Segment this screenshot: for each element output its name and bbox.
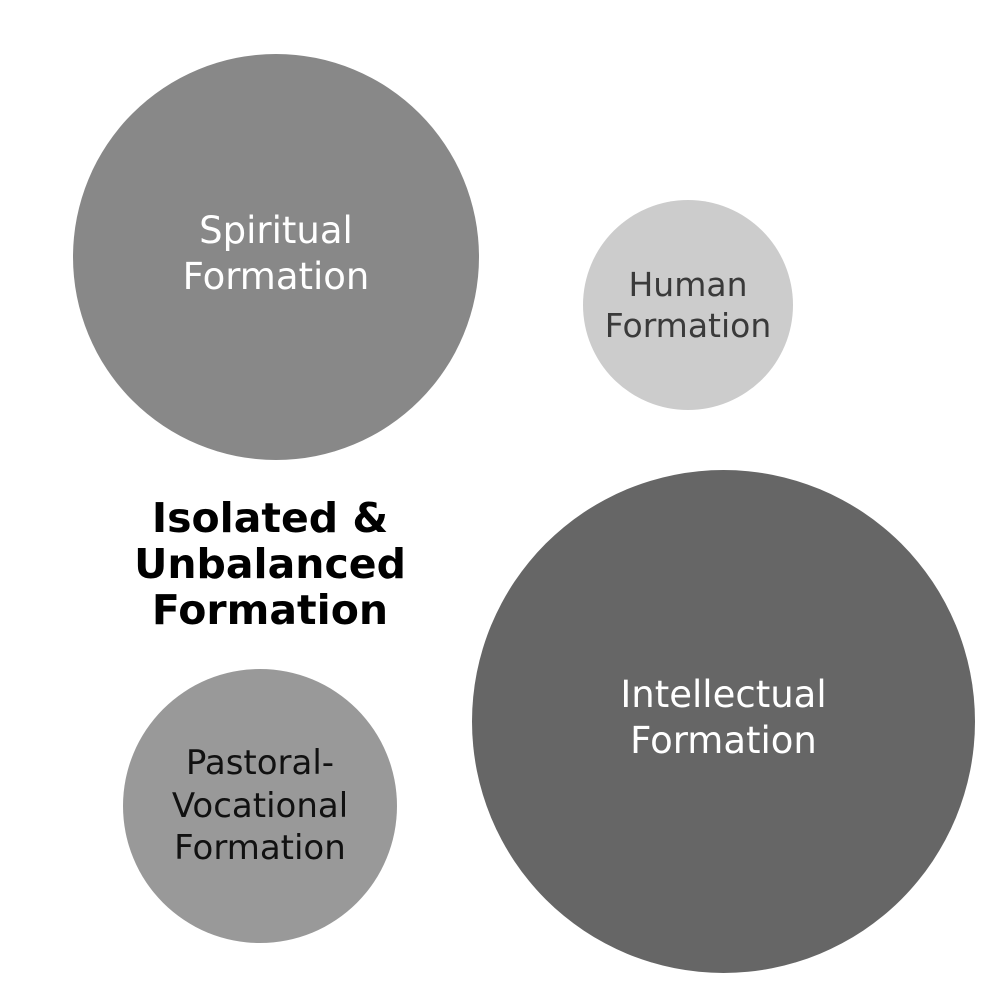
human-formation-label: Human Formation [605, 264, 772, 347]
spiritual-formation-label: Spiritual Formation [183, 208, 370, 301]
pastoral-vocational-formation-circle: Pastoral- Vocational Formation [123, 669, 397, 943]
human-formation-circle: Human Formation [583, 200, 793, 410]
spiritual-formation-label-line-2: Formation [182, 255, 370, 298]
intellectual-formation-circle: Intellectual Formation [472, 470, 975, 973]
intellectual-formation-label-line-1: Intellectual [620, 672, 827, 716]
diagram-title-line-2: Unbalanced [134, 539, 406, 588]
human-formation-label-line-1: Human [628, 264, 748, 304]
diagram-title-line-1: Isolated & [151, 494, 389, 542]
spiritual-formation-label-line-1: Spiritual [199, 208, 353, 252]
diagram-title-line-3: Formation [151, 585, 389, 634]
diagram-title: Isolated & Unbalanced Formation [105, 494, 435, 634]
pastoral-vocational-formation-label: Pastoral- Vocational Formation [172, 742, 348, 870]
human-formation-label-line-2: Formation [604, 306, 772, 345]
intellectual-formation-label: Intellectual Formation [620, 672, 826, 765]
pastoral-vocational-formation-label-line-2: Vocational [171, 785, 349, 826]
pastoral-vocational-formation-label-line-3: Formation [174, 828, 346, 869]
spiritual-formation-circle: Spiritual Formation [73, 54, 479, 460]
intellectual-formation-label-line-2: Formation [630, 719, 817, 762]
pastoral-vocational-formation-label-line-1: Pastoral- [185, 743, 335, 784]
